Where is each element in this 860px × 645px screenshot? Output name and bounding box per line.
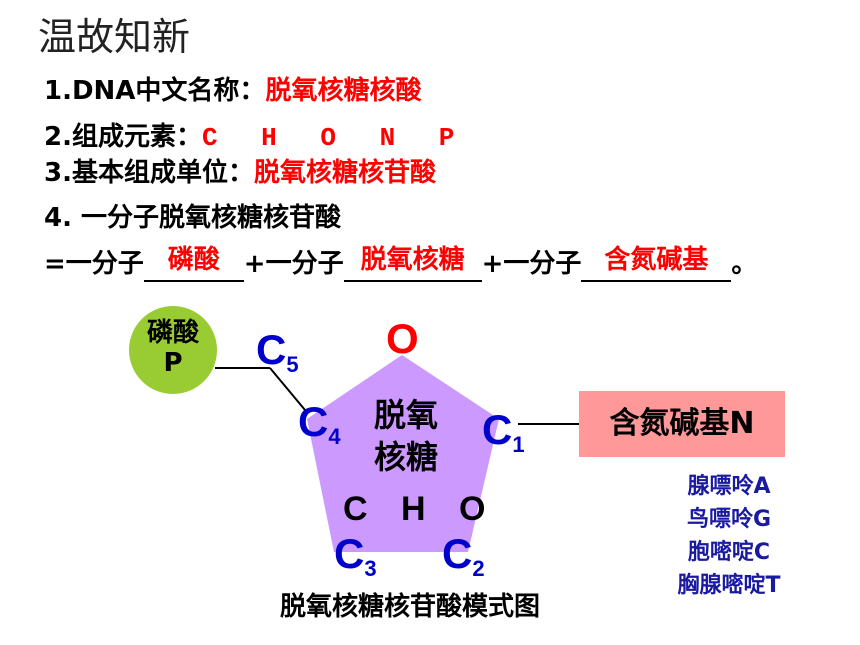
q1-prefix: 1.DNA中文名称： bbox=[44, 76, 266, 106]
q4-plus1: +一分子 bbox=[243, 249, 344, 279]
question-1: 1.DNA中文名称：脱氧核糖核酸 bbox=[44, 70, 421, 107]
blank-nitrogenous-base: 含氮碱基 bbox=[581, 243, 732, 282]
question-4-equation: =一分子磷酸+一分子脱氧核糖+一分子含氮碱基。 bbox=[44, 243, 757, 282]
blank-deoxyribose: 脱氧核糖 bbox=[343, 243, 482, 282]
q3-answer: 脱氧核糖核苷酸 bbox=[253, 158, 436, 188]
question-2: 2.组成元素：C H O N P bbox=[44, 116, 468, 153]
base-thymine: 胸腺嘧啶T bbox=[677, 573, 781, 598]
nitrogenous-base-box: 含氮碱基N bbox=[579, 391, 785, 457]
q4-end: 。 bbox=[731, 249, 758, 279]
base-guanine: 鸟嘌呤G bbox=[686, 507, 772, 532]
question-3: 3.基本组成单位：脱氧核糖核苷酸 bbox=[44, 152, 436, 189]
c4-label: C4 bbox=[298, 398, 341, 449]
sugar-elements: C H O bbox=[343, 490, 498, 528]
q4-eq: =一分子 bbox=[44, 249, 144, 279]
question-4-line1: 4. 一分子脱氧核糖核苷酸 bbox=[44, 203, 342, 233]
q2-answer: C H O N P bbox=[201, 123, 469, 153]
q4-plus2: +一分子 bbox=[481, 249, 582, 279]
phosphate-bond-diagonal bbox=[269, 367, 306, 411]
q1-answer: 脱氧核糖核酸 bbox=[265, 76, 422, 106]
oxygen-label: O bbox=[386, 315, 419, 362]
nitrogenous-base-label: 含氮碱基N bbox=[609, 406, 755, 441]
base-list: 腺嘌呤A 鸟嘌呤G 胞嘧啶C 胸腺嘧啶T bbox=[660, 470, 798, 602]
diagram-caption: 脱氧核糖核苷酸模式图 bbox=[280, 592, 541, 622]
base-cytosine: 胞嘧啶C bbox=[687, 540, 771, 565]
deoxyribose-pentagon bbox=[307, 355, 499, 552]
blank-phosphate: 磷酸 bbox=[143, 243, 244, 282]
phosphate-circle bbox=[129, 306, 217, 394]
c3-label: C3 bbox=[334, 530, 377, 581]
c2-label: C2 bbox=[442, 530, 485, 581]
q3-prefix: 3.基本组成单位： bbox=[44, 158, 254, 188]
page-title: 温故知新 bbox=[38, 15, 191, 59]
q2-prefix: 2.组成元素： bbox=[44, 122, 202, 152]
c1-label: C1 bbox=[482, 406, 525, 457]
c5-label: C5 bbox=[256, 326, 299, 377]
sugar-label: 脱氧 核糖 bbox=[373, 396, 438, 476]
phosphate-label: 磷酸 P bbox=[146, 318, 199, 378]
base-adenine: 腺嘌呤A bbox=[687, 474, 771, 499]
